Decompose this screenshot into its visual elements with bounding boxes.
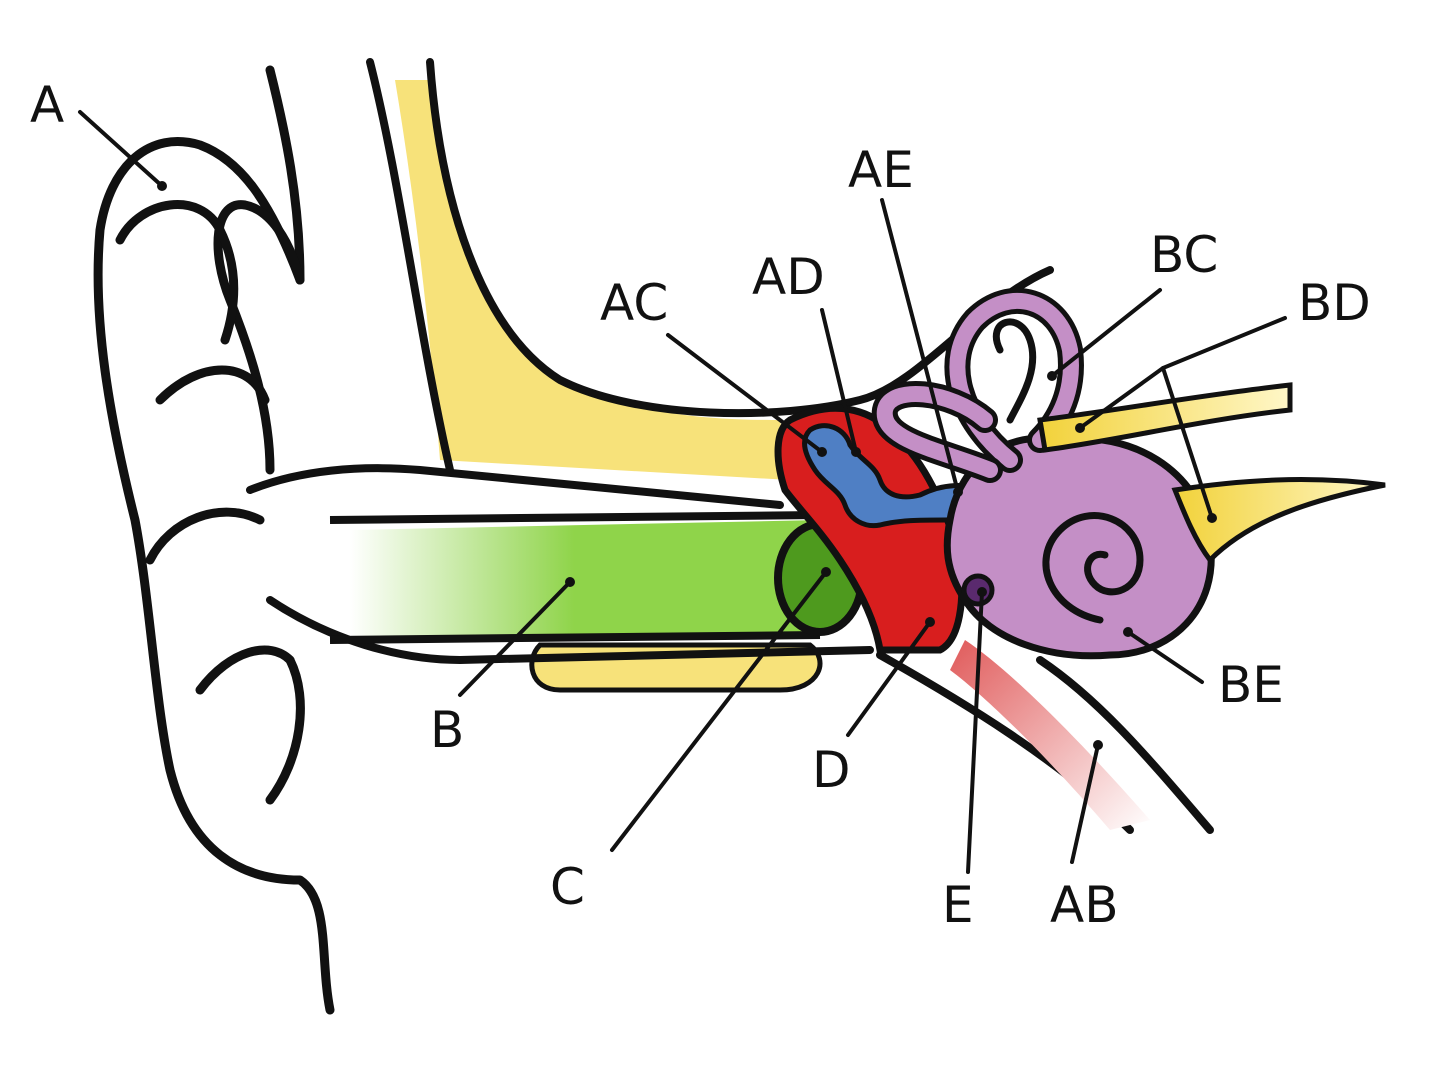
vestibular-nerve [1037,382,1293,453]
eustachian-tube [950,640,1150,830]
label-bd: BD [1298,274,1371,332]
label-ab: AB [1050,876,1119,934]
leader-BE [1126,630,1204,684]
leader-B [458,580,572,697]
leader-AD [820,308,858,454]
leader-AE [880,198,960,494]
leader-AB [1070,743,1100,864]
leader-lines [78,110,1287,874]
label-c: C [550,858,585,916]
leader-C [610,570,828,852]
label-d: D [812,741,851,799]
leader-dots [157,181,1217,750]
skull-outline [246,58,1214,834]
label-be: BE [1218,656,1284,714]
label-bc: BC [1150,226,1219,284]
leader-BD-2 [1161,366,1214,520]
leader-E [966,590,984,874]
label-a: A [30,76,65,134]
leader-D [846,620,932,737]
pinna [93,65,335,1015]
canal-bottom-edge [329,631,821,644]
canal-top-edge [329,511,821,524]
leader-BC [1050,288,1162,378]
label-ad: AD [752,248,825,306]
inner-ear [871,287,1215,660]
leader-AC [666,333,824,454]
label-b: B [430,701,465,759]
temporal-bone-upper [395,80,790,480]
leader-A [78,110,164,188]
label-ae: AE [848,141,914,199]
label-e: E [942,876,974,934]
cochlear-nerve [1171,477,1386,564]
ear-canal [350,520,849,640]
label-ac: AC [600,274,669,332]
